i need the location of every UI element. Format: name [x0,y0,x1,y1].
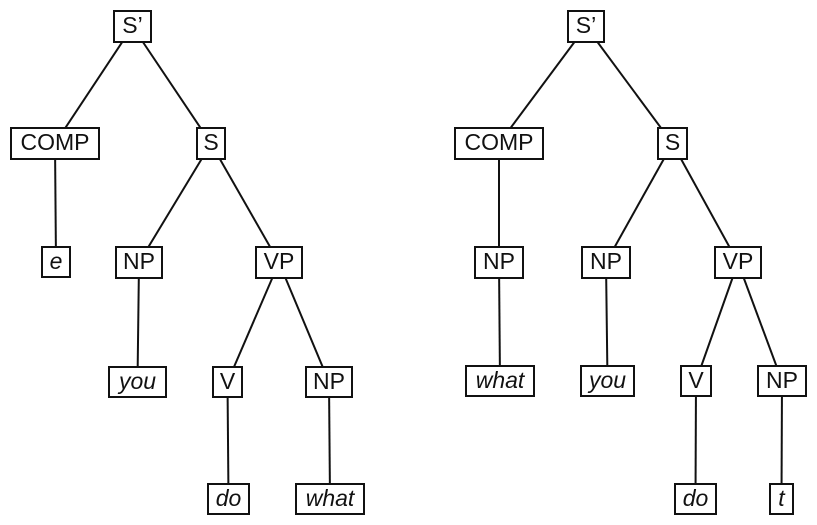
edge-right-tree-np-comp-to-what [498,262,501,382]
edge-left-tree-vp-to-np-obj [278,262,330,383]
edge-left-tree-np-subj-to-you [136,262,140,383]
edge-right-tree-v-to-do [694,380,697,500]
edge-left-tree-s-to-np-subj [138,142,212,264]
edge-left-tree-vp-to-v [226,262,280,383]
edge-right-tree-np-subj-to-you [605,262,609,382]
edge-right-tree-s-to-np-subj [605,143,674,263]
edge-right-tree-s-bar-to-s [585,25,674,145]
edge-left-tree-v-to-do [226,381,230,500]
edge-left-tree-s-bar-to-s [131,25,212,145]
edge-right-tree-s-to-vp [671,143,739,263]
edge-right-tree-vp-to-np-obj [737,262,783,382]
edge-right-tree-vp-to-v [695,262,739,382]
edge-right-tree-np-obj-to-t [780,380,783,500]
edge-left-tree-s-bar-to-comp [54,25,134,145]
edge-left-tree-np-obj-to-what [328,381,331,500]
edge-left-tree-s-to-vp [210,143,280,263]
edge-right-tree-s-bar-to-comp [498,25,587,145]
edge-left-tree-comp-to-e [54,143,57,263]
